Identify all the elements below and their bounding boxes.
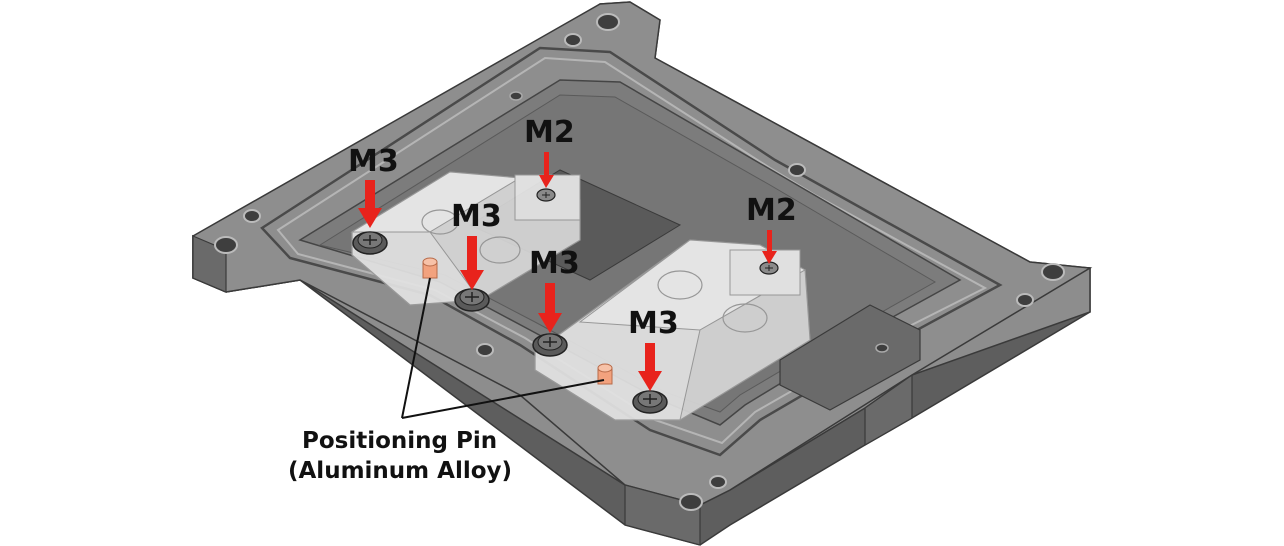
arrow-down-icon <box>460 236 484 290</box>
screw-m3-icon <box>454 288 490 312</box>
arrow-down-icon <box>538 283 562 333</box>
arrow-down-icon <box>539 152 554 188</box>
label-m3: M3 <box>451 199 502 234</box>
clear-bracket-1 <box>350 171 581 306</box>
hole-icon <box>788 163 806 177</box>
pin-leader-lines <box>401 277 605 419</box>
hole-icon <box>1041 263 1065 281</box>
label-m3: M3 <box>348 144 399 179</box>
hole-icon <box>709 475 727 489</box>
pin-icon <box>422 257 438 279</box>
label-m2: M2 <box>746 193 797 228</box>
hole-icon <box>476 343 494 357</box>
pin-label-line1: Positioning Pin <box>302 428 497 454</box>
label-m3: M3 <box>628 306 679 341</box>
hole-icon <box>243 209 261 223</box>
callout-arrows <box>358 152 777 391</box>
hole-icon <box>596 13 620 31</box>
label-m2: M2 <box>524 115 575 150</box>
label-m3: M3 <box>529 246 580 281</box>
screw-m2-icon <box>536 188 556 202</box>
hole-icon <box>679 493 703 511</box>
hole-icon <box>214 236 238 254</box>
pin-icon <box>597 363 613 385</box>
screws <box>352 188 779 414</box>
mounting-holes <box>214 13 1065 511</box>
hole-icon <box>509 91 523 101</box>
screw-m3-icon <box>352 231 388 255</box>
positioning-pins <box>422 257 613 385</box>
hole-icon <box>564 33 582 47</box>
pin-label-line2: (Aluminum Alloy) <box>288 458 512 484</box>
arrow-down-icon <box>638 343 662 391</box>
hole-icon <box>1016 293 1034 307</box>
hole-icon <box>875 343 889 353</box>
arrow-down-icon <box>358 180 382 228</box>
screw-m3-icon <box>632 390 668 414</box>
arrow-down-icon <box>762 230 777 264</box>
labels: M3 M3 M3 M3 M2 M2 Positioning Pin (Alumi… <box>288 115 797 484</box>
screw-m3-icon <box>532 333 568 357</box>
